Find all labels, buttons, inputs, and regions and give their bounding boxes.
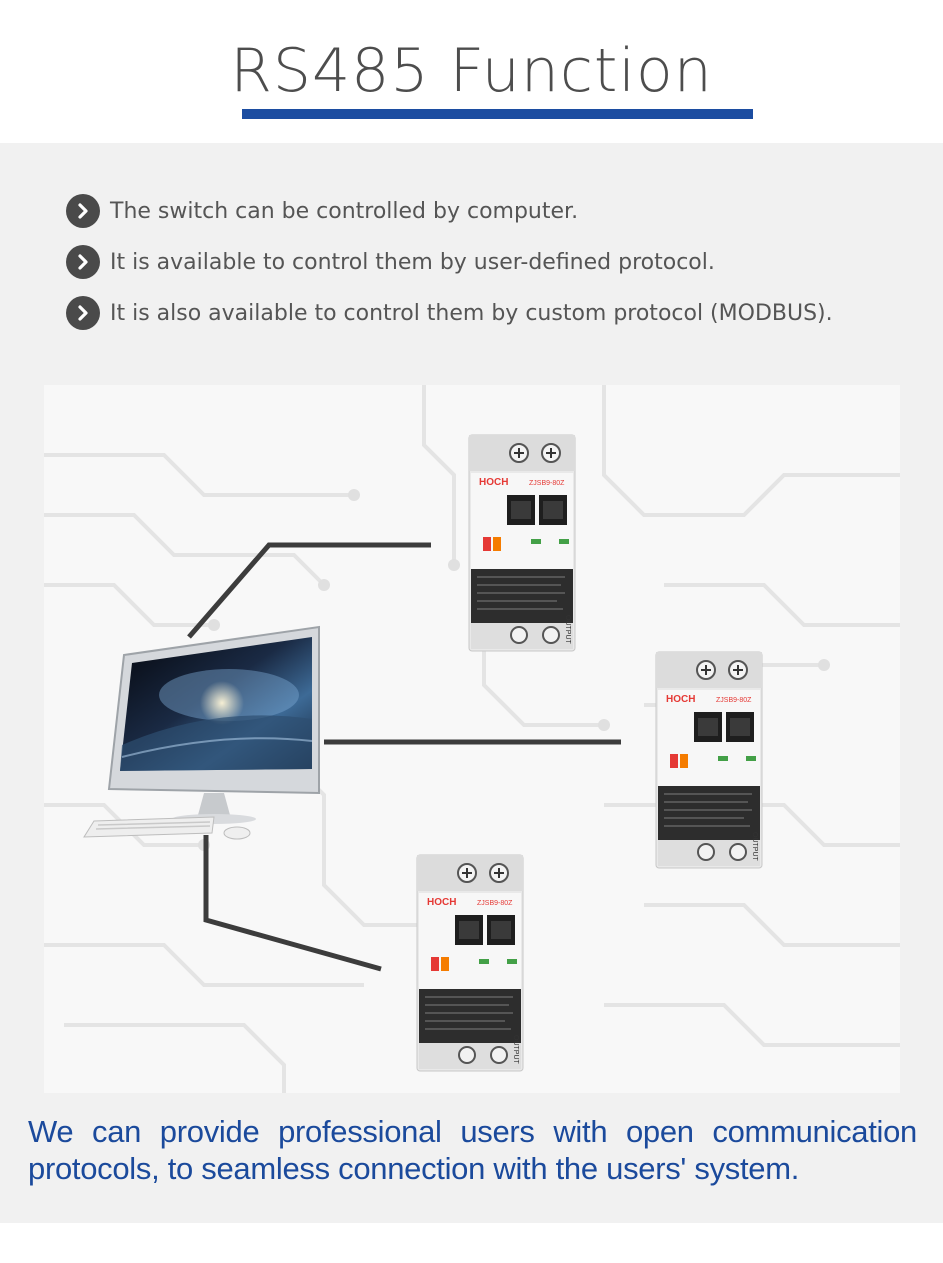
breaker-model: ZJSB9-80Z	[529, 480, 565, 487]
list-item: It is also available to control them by …	[66, 295, 833, 331]
breaker-brand: HOCH	[427, 897, 456, 908]
wire-bottom	[203, 835, 382, 972]
chevron-right-icon	[66, 194, 100, 228]
connection-diagram: HOCH ZJSB9-80Z OUTPUT HOCH ZJSB9-80Z OUT…	[44, 385, 900, 1093]
list-item-text: The switch can be controlled by computer…	[110, 198, 579, 224]
breaker-model: ZJSB9-80Z	[716, 697, 752, 704]
breaker-top: HOCH ZJSB9-80Z OUTPUT	[468, 434, 576, 652]
list-item-text: It is available to control them by user-…	[110, 249, 715, 275]
breaker-output-label: OUTPUT	[751, 832, 758, 862]
breaker-brand: HOCH	[666, 694, 695, 705]
list-item-text: It is also available to control them by …	[110, 300, 833, 326]
breaker-bottom: HOCH ZJSB9-80Z OUTPUT	[416, 854, 524, 1072]
breaker-output-label: OUTPUT	[564, 615, 571, 645]
breaker-brand: HOCH	[479, 477, 508, 488]
list-item: It is available to control them by user-…	[66, 244, 715, 280]
wire-top	[187, 542, 431, 639]
chevron-right-icon	[66, 245, 100, 279]
list-item: The switch can be controlled by computer…	[66, 193, 578, 229]
rs485-wires	[187, 542, 621, 972]
page-title: RS485 Function	[230, 36, 713, 106]
header: RS485 Function	[0, 0, 943, 143]
bottom-margin	[0, 1223, 943, 1263]
breaker-right: HOCH ZJSB9-80Z OUTPUT	[655, 651, 763, 869]
breaker-output-label: OUTPUT	[512, 1035, 519, 1065]
computer-icon	[83, 625, 320, 840]
title-underline	[242, 109, 753, 119]
breaker-model: ZJSB9-80Z	[477, 900, 513, 907]
footer-description: We can provide professional users with o…	[28, 1114, 917, 1186]
diagram-illustration: HOCH ZJSB9-80Z OUTPUT HOCH ZJSB9-80Z OUT…	[44, 385, 900, 1093]
chevron-right-icon	[66, 296, 100, 330]
